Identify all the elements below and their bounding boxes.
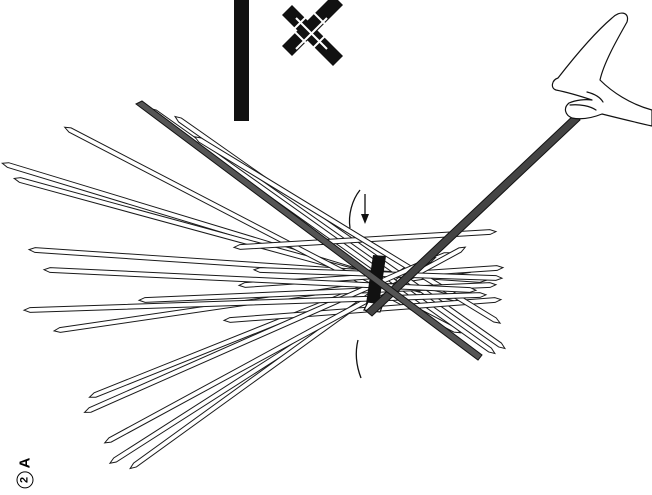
hand-icon — [552, 13, 652, 126]
vertical-post — [234, 0, 249, 121]
lattice-pattern-icon — [282, 0, 343, 66]
dark-stick — [136, 101, 482, 360]
sticks-fan — [2, 109, 505, 469]
step-label: 2 A — [14, 452, 36, 494]
step-letter: A — [17, 458, 34, 469]
step-number: 2 — [17, 471, 34, 488]
